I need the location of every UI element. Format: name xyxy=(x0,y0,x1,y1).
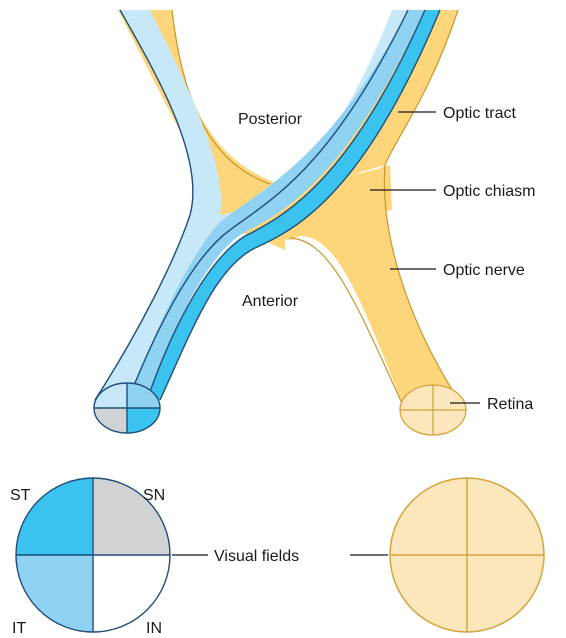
left-retina-section xyxy=(94,383,160,433)
visual-field-it xyxy=(16,555,93,632)
optic-tract-label: Optic tract xyxy=(443,105,516,122)
quadrant-sn-label: SN xyxy=(143,487,165,504)
optic-nerve-label: Optic nerve xyxy=(443,262,525,279)
quadrant-it-label: IT xyxy=(12,620,26,637)
right-retina-section xyxy=(400,385,466,435)
posterior-label: Posterior xyxy=(238,111,303,128)
right-visual-field xyxy=(390,478,544,632)
optic-chiasm-label: Optic chiasm xyxy=(443,183,535,200)
anterior-label: Anterior xyxy=(242,293,299,310)
quadrant-st-label: ST xyxy=(10,487,31,504)
quadrant-in-label: IN xyxy=(146,620,162,637)
visual-fields-label: Visual fields xyxy=(214,548,299,565)
retina-label: Retina xyxy=(487,396,533,413)
